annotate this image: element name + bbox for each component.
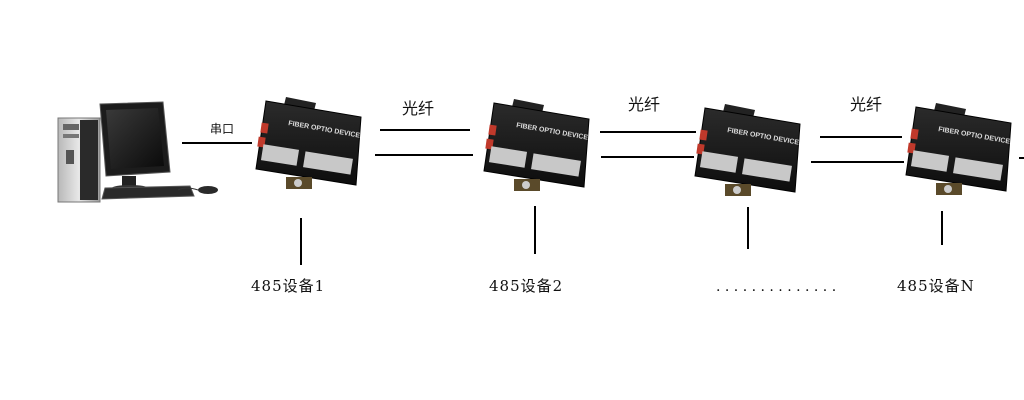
device-label-2: 485设备2 xyxy=(489,277,563,295)
serial-label: 串口 xyxy=(210,122,234,136)
fiber-label-2: 光纤 xyxy=(628,95,660,114)
ellipsis: . . . . . . . . . . . . . . xyxy=(716,279,836,295)
fiber-device-n: FIBER OPTIO DEVICE xyxy=(905,103,1012,195)
fiber-label-1: 光纤 xyxy=(402,99,434,118)
device-label-n: 485设备N xyxy=(897,277,975,295)
fiber-device-1: FIBER OPTIO DEVICE xyxy=(255,97,362,189)
fiber-device-3: FIBER OPTIO DEVICE xyxy=(694,104,801,196)
fiber-device-2: FIBER OPTIO DEVICE xyxy=(483,99,590,191)
fiber-label-3: 光纤 xyxy=(850,95,882,114)
device-label-1: 485设备1 xyxy=(251,277,325,295)
computer-icon xyxy=(57,101,218,203)
